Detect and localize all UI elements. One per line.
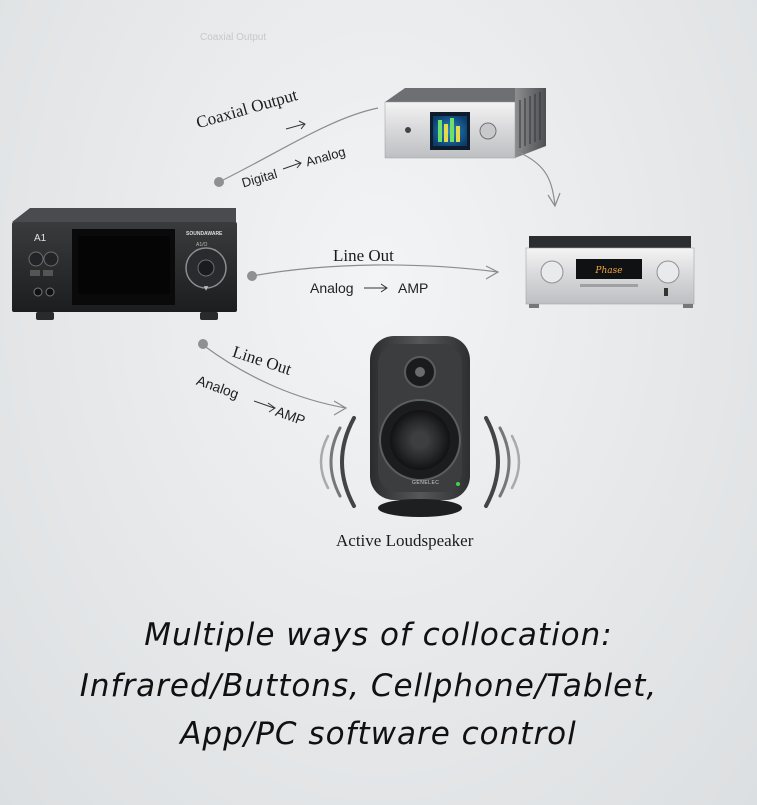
connector-dot-speaker [198, 339, 208, 349]
source-sub-label: A1/O [196, 242, 208, 248]
line-out-amp-title: Line Out [333, 246, 394, 265]
dac-device [384, 88, 546, 159]
watermark-text: Coaxial Output [200, 32, 267, 43]
source-brand-label: SOUNDAWARE [186, 231, 223, 237]
sound-wave-right [484, 416, 521, 508]
route-arrow-coaxial [282, 159, 302, 170]
tagline-line-2: Infrared/Buttons, Cellphone/Tablet, [79, 668, 658, 704]
active-speaker [319, 336, 521, 517]
amplifier-device: Phase [525, 236, 695, 308]
connection-arrows [202, 107, 561, 416]
arrow-line-out-amp [251, 264, 499, 277]
line-out-amp-to: AMP [398, 280, 429, 296]
line-out-amp-from: Analog [310, 280, 354, 296]
arrow-line-out-speaker [202, 344, 347, 409]
tagline-line-3: App/PC software control [180, 716, 577, 752]
connector-dot-coaxial [214, 177, 224, 187]
svg-text:Phase: Phase [594, 266, 622, 276]
svg-text:▼: ▼ [204, 285, 209, 292]
arrow-coaxial [218, 107, 379, 183]
sound-wave-left [319, 416, 356, 508]
speaker-brand-label: GENELEC [412, 480, 440, 486]
route-arrow-amp [364, 283, 388, 293]
route-arrow-coaxial-title [285, 120, 306, 130]
tagline-line-1: Multiple ways of collocation: [144, 617, 613, 653]
route-arrow-speaker [253, 400, 276, 413]
connector-dot-amp [247, 271, 257, 281]
source-model-label: A1 [34, 233, 47, 244]
speaker-caption: Active Loudspeaker [336, 531, 474, 550]
source-device: ▼ [12, 208, 237, 320]
